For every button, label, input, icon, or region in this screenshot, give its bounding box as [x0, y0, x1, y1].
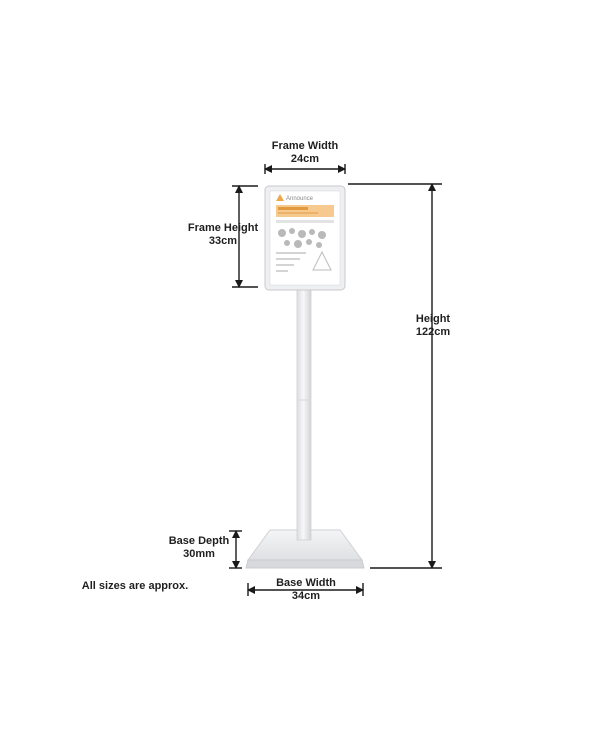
- stand-pole: [296, 286, 312, 541]
- poster-logo-icon: [276, 194, 284, 201]
- frame-width-title: Frame Width: [271, 140, 339, 152]
- warning-triangle-icon: [312, 250, 332, 271]
- approx-note: All sizes are approx.: [81, 580, 189, 592]
- base-depth-title: Base Depth: [168, 535, 230, 547]
- height-value: 122cm: [415, 326, 451, 338]
- base-depth-value: 30mm: [183, 548, 215, 560]
- height-dimension: [348, 183, 442, 569]
- height-label: Height 122cm: [398, 313, 468, 339]
- frame-width-label: Frame Width 24cm: [255, 140, 355, 166]
- frame-height-title: Frame Height: [187, 222, 259, 234]
- frame-width-dimension: [264, 164, 346, 174]
- base-width-title: Base Width: [276, 577, 336, 589]
- frame-height-label: Frame Height 33cm: [168, 222, 278, 248]
- frame-height-dimension: [232, 185, 258, 288]
- height-title: Height: [415, 313, 451, 325]
- stand-base: [245, 529, 365, 569]
- base-width-dimension: [247, 583, 364, 596]
- base-width-label: Base Width 34cm: [256, 577, 356, 603]
- poster-brand: Announce: [286, 196, 314, 202]
- base-depth-dimension: [229, 530, 242, 569]
- base-depth-label: Base Depth 30mm: [154, 535, 244, 561]
- poster: Announce: [276, 194, 334, 272]
- frame-height-value: 33cm: [208, 235, 238, 247]
- frame-width-value: 24cm: [290, 153, 320, 165]
- base-width-value: 34cm: [291, 590, 321, 602]
